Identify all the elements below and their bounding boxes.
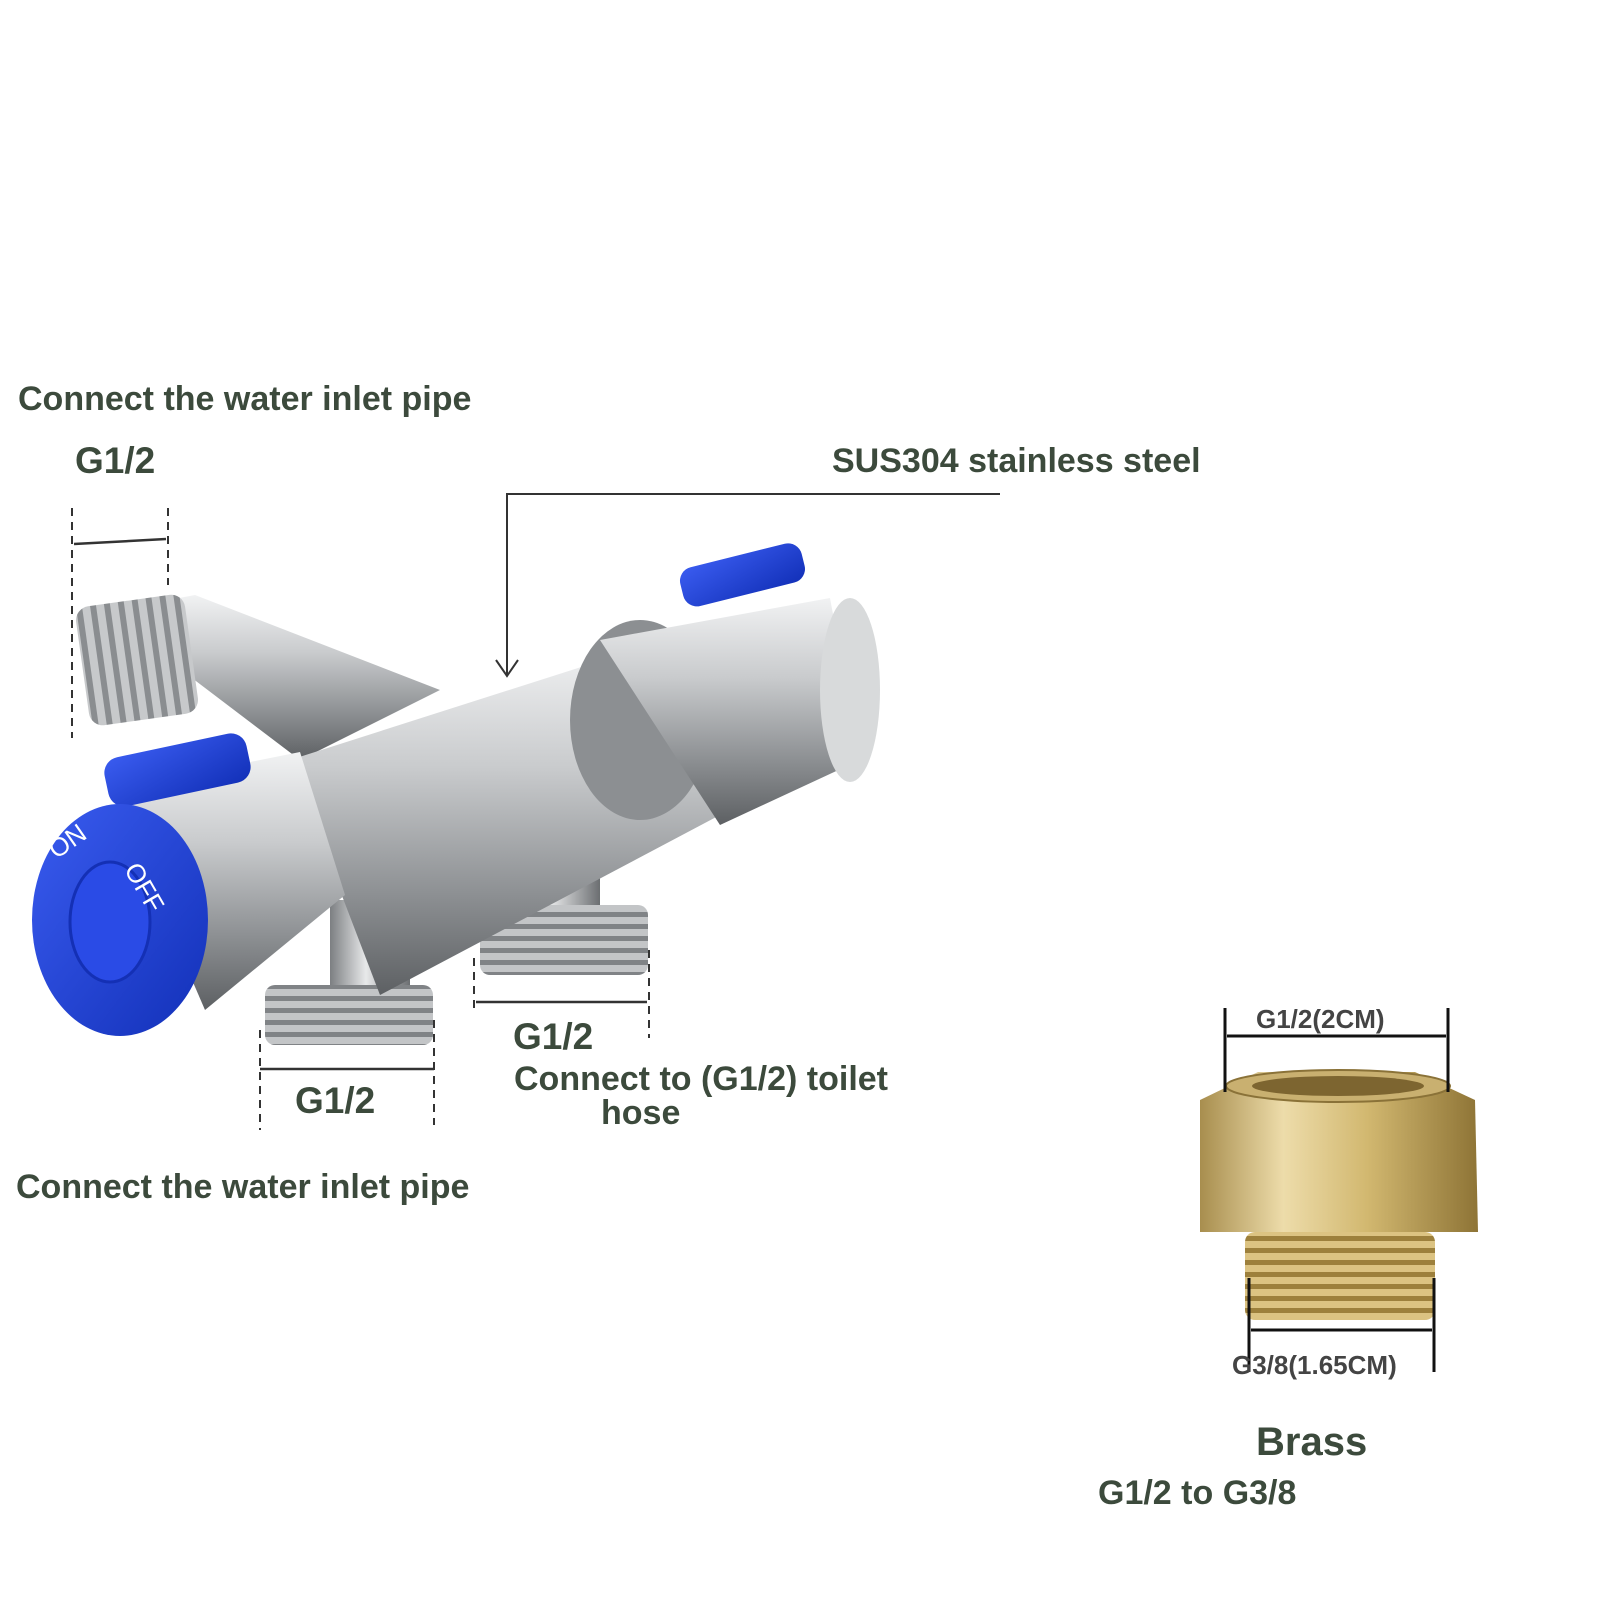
right-valve-cylinder	[570, 543, 880, 825]
inlet-top-label: Connect the water inlet pipe	[18, 380, 472, 418]
outlet-right-label-line2: hose	[601, 1094, 681, 1132]
left-valve-cylinder	[32, 733, 345, 1036]
adapter-material: Brass	[1256, 1420, 1368, 1464]
adapter-top-size: G1/2(2CM)	[1256, 1004, 1385, 1034]
outlet-right-label-line1: Connect to (G1/2) toilet	[514, 1060, 888, 1098]
dimension-lines	[71, 493, 1000, 1130]
inlet-bottom-label: Connect the water inlet pipe	[16, 1168, 470, 1206]
outlet-left-size: G1/2	[295, 1080, 376, 1121]
inlet-top-size: G1/2	[75, 440, 156, 481]
material-label: SUS304 stainless steel	[832, 442, 1201, 480]
adapter-bottom-size: G3/8(1.65CM)	[1232, 1350, 1397, 1380]
adapter-description: G1/2 to G3/8	[1098, 1474, 1297, 1512]
inlet-threaded-pipe	[75, 594, 440, 760]
adapter-dimension-lines	[1223, 1008, 1450, 1372]
outlet-right-size: G1/2	[513, 1016, 594, 1057]
brass-adapter	[1200, 1069, 1478, 1320]
